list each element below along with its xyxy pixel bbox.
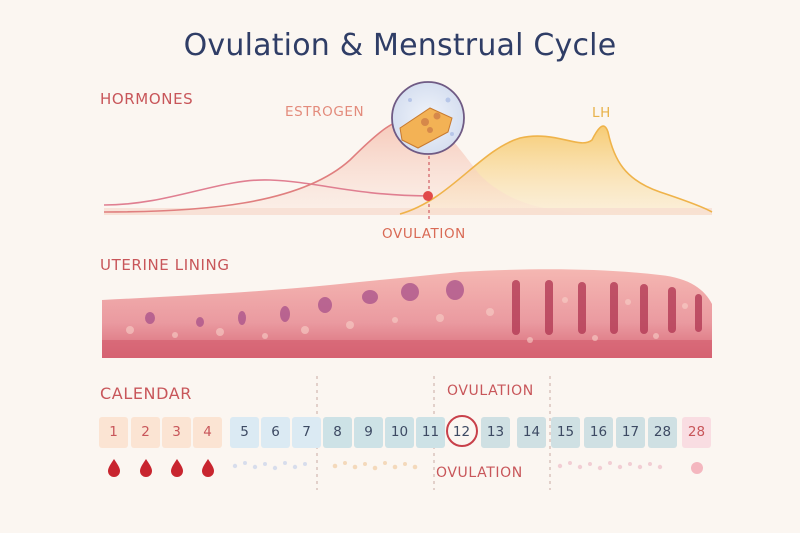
calendar-day[interactable]: 4 [193,417,222,448]
estrogen-area [104,118,600,215]
calendar-day[interactable]: 17 [616,417,645,448]
estrogen-curve-label: ESTROGEN [285,104,365,120]
calendar-day[interactable]: 8 [323,417,352,448]
calendar-day[interactable]: 9 [354,417,383,448]
calendar-day[interactable]: 28 [648,417,677,448]
lh-curve [399,125,713,215]
calendar-day[interactable]: 7 [292,417,321,448]
calendar-day[interactable]: 16 [584,417,613,448]
calendar-day[interactable]: 1 [99,417,128,448]
progesterone-curve [103,179,429,206]
calendar-day[interactable]: 5 [230,417,259,448]
calendar-day[interactable]: 28 [682,417,711,448]
blood-drop-icon [202,459,214,477]
calendar-day[interactable]: 13 [481,417,510,448]
ovulation-day-ring [446,415,478,447]
blood-drop-icon [171,459,183,477]
calendar-day[interactable]: 10 [385,417,414,448]
egg-cell-illustration [399,97,454,149]
lining-body [102,269,712,358]
blood-drop-icon [140,459,152,477]
calendar-section-label: CALENDAR [100,384,193,403]
estrogen-curve [103,117,416,213]
phase-dots-follicular [232,461,307,471]
calendar-day[interactable]: 3 [162,417,191,448]
ovulation-label-calendar-top: OVULATION [447,383,534,399]
cycle-end-dot [691,462,703,474]
uterine-lining-section-label: UTERINE LINING [100,256,230,274]
blood-drop-icon [108,459,120,477]
lining-glands [145,280,464,327]
calendar-day[interactable]: 15 [551,417,580,448]
lh-curve-label: LH [592,105,611,121]
calendar-day[interactable]: 11 [416,417,445,448]
calendar-day[interactable]: 2 [131,417,160,448]
hormones-section-label: HORMONES [100,90,194,108]
ovulation-label-hormones: OVULATION [382,226,466,242]
lining-base [102,340,712,358]
ovulation-label-calendar-bottom: OVULATION [436,465,523,481]
calendar-day[interactable]: 14 [517,417,546,448]
ovulation-dot [423,191,433,201]
phase-dots-luteal [557,461,663,471]
lining-glands-elongated [512,280,702,335]
page-title: Ovulation & Menstrual Cycle [183,28,617,63]
phase-dots-mid [332,461,418,471]
calendar-day[interactable]: 6 [261,417,290,448]
lining-texture [126,297,688,343]
